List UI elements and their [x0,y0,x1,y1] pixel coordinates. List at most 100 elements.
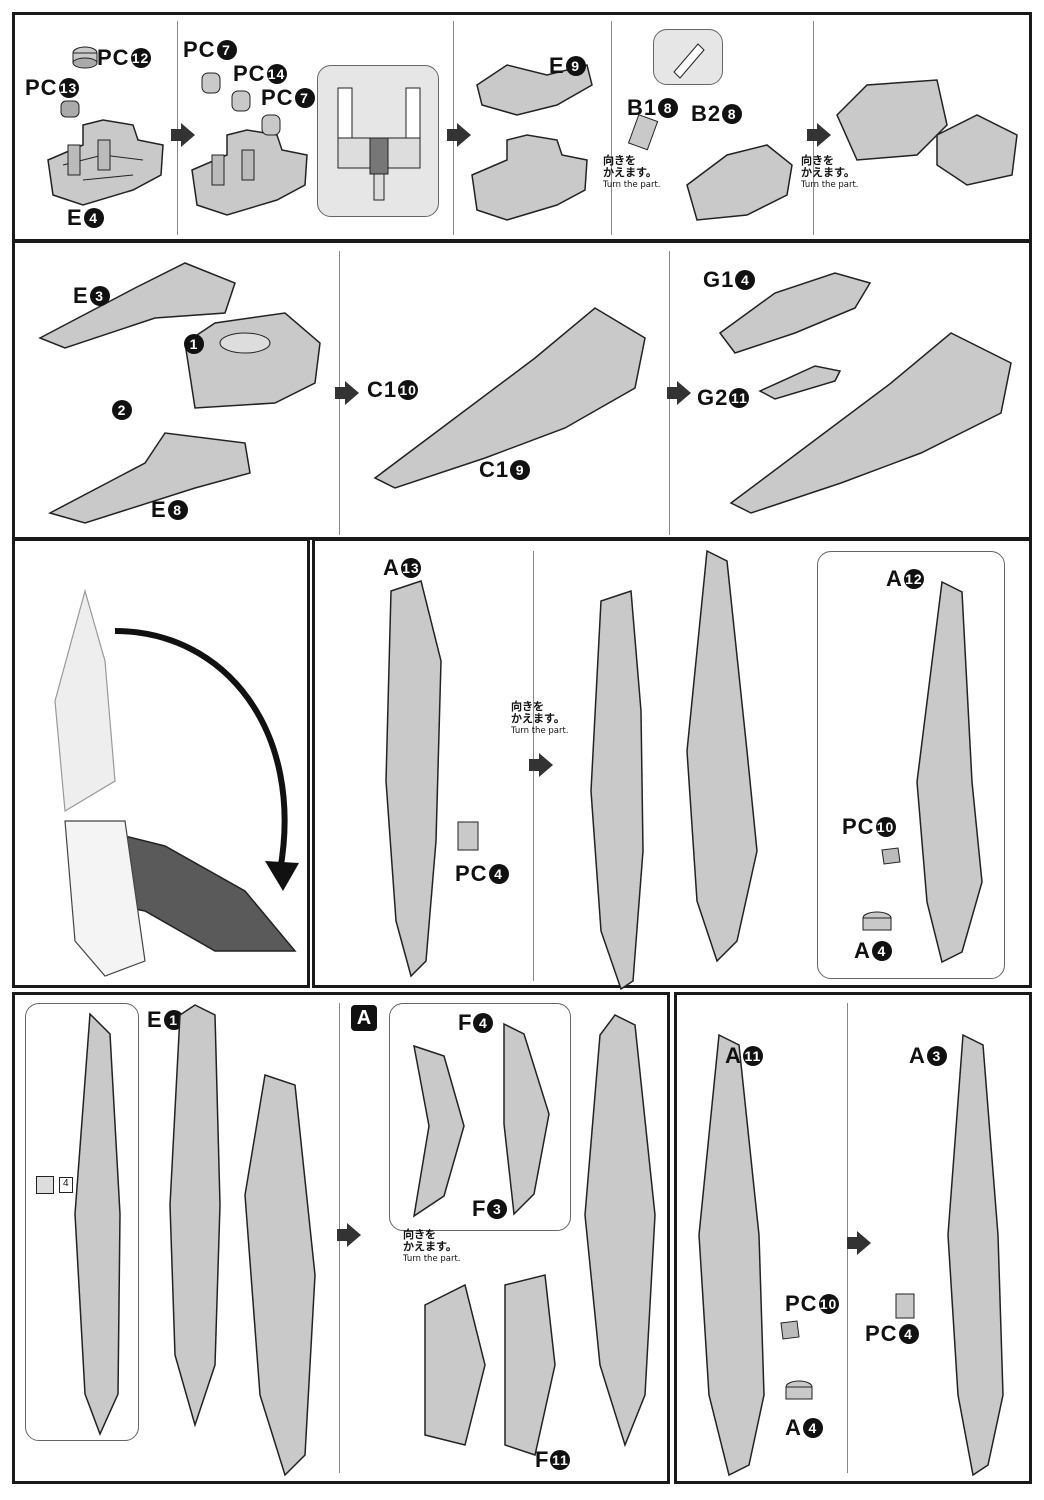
inset-view-box [317,65,439,217]
part-illustration-f-assembly [424,1274,556,1456]
turn-part-note: 向きをかえます。Turn the part. [801,154,859,191]
polycap-pc14 [231,90,251,112]
polycap-pc10 [780,1320,800,1340]
part-illustration-core [184,312,321,409]
part-illustration-e3 [38,262,236,349]
inset-part-top-view [337,87,421,201]
part-illustration-e4-base [47,119,164,206]
step-number-1: 1 [183,331,204,357]
step-arrow [447,123,471,147]
part-illustration-hull-final [729,332,1012,514]
part-illustration-e9 [476,64,593,116]
step-arrow [171,123,195,147]
turn-part-note: 向きをかえます。Turn the part. [511,700,569,737]
step-panel-row3-left [12,538,310,988]
part-illustration-final-row1 [836,79,1018,186]
polycap-pc7-left [201,72,221,94]
part-illustration-e4-with-caps [191,129,308,216]
part-illustration-assembled-hull [373,307,646,489]
part-illustration-e1 [169,1004,221,1428]
callout-a-marker: A [351,1005,377,1031]
step-arrow [847,1231,871,1255]
part-illustration-e1-final [584,1014,656,1448]
part-illustration-a-frame [686,549,758,963]
turn-part-note: 向きをかえます。Turn the part. [603,154,661,191]
step-arrow [529,753,553,777]
divider [177,21,178,235]
inset-view-box: 4 [25,1003,139,1441]
polycap-pc12 [72,46,98,69]
step-arrow [337,1223,361,1247]
polycap-pc10 [881,847,901,865]
tool-icon-box [653,29,723,85]
part-illustration-fold-motion [54,588,299,977]
turn-part-note: 向きをかえます。Turn the part. [403,1228,461,1265]
part-illustration-a11 [698,1033,765,1477]
part-illustration-b-parts-assembly [627,114,793,221]
step-arrow [335,381,359,405]
part-illustration-g211 [758,365,842,400]
step-arrow [667,381,691,405]
part-illustration-a12 [916,580,983,964]
polycap-pc7-right [261,114,281,136]
part-illustration-e8 [47,432,251,524]
part-illustration-e1-cover [244,1074,316,1477]
polycap-pc4 [457,821,479,851]
divider [611,21,612,235]
part-illustration-f4 [503,1022,550,1216]
divider [453,21,454,235]
part-illustration-f3 [412,1044,465,1218]
part-illustration-a-cover [590,589,644,991]
polycap-pc13 [60,100,80,118]
decal-marker: 4 [36,1176,73,1194]
part-a4-cap [862,911,892,931]
polycap-pc4 [895,1293,915,1319]
step-number-2: 2 [111,397,132,423]
cutter-tool-icon [673,43,705,79]
part-illustration-a3 [947,1033,1004,1477]
part-illustration-e1-decal-view [74,1012,121,1436]
step-arrow [807,123,831,147]
decal-icon [36,1176,54,1194]
divider [813,21,814,235]
part-illustration-e4-assembly [471,134,588,221]
part-illustration-g14 [718,272,872,354]
decal-number: 4 [58,1177,73,1193]
